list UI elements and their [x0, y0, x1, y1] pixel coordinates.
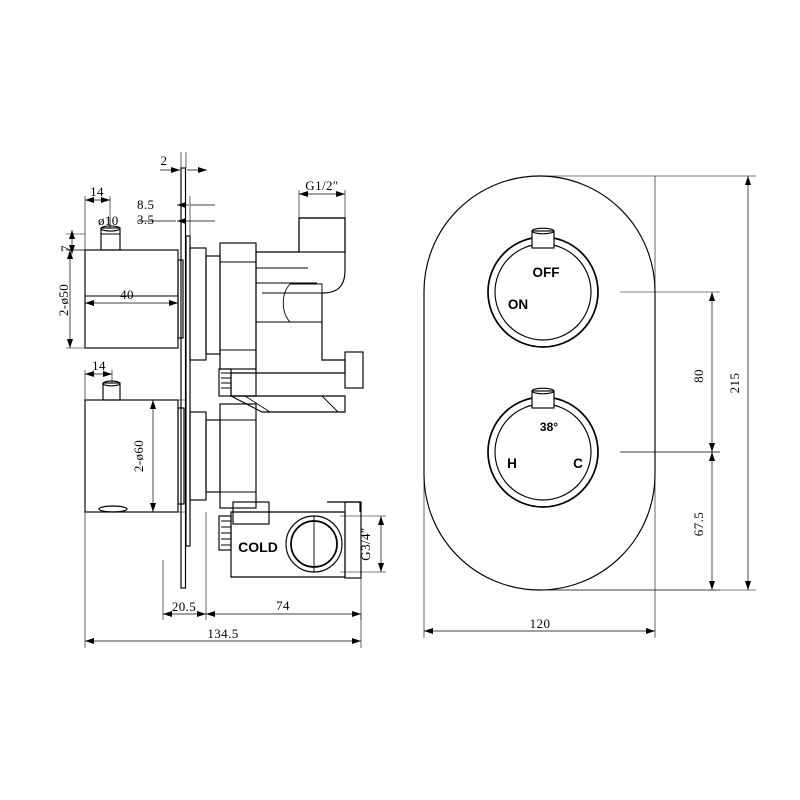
- dim-depth-20-5: 20.5: [162, 512, 207, 620]
- dim-plate-width-120: 120: [423, 176, 656, 638]
- side-view-geometry: [84, 167, 364, 589]
- dim-dia-2-50: 2-ø50: [56, 249, 85, 349]
- dim-knob-spacing-80: 80: [620, 291, 720, 453]
- dim-label-offset-3-5: 3.5: [137, 212, 154, 227]
- dim-label-knob-spacing-80: 80: [691, 369, 706, 383]
- dim-offset-8-5: 8.5: [137, 196, 215, 248]
- front-view-geometry: OFF ON 38° H C: [423, 175, 656, 591]
- dim-label-thickness-2: 2: [161, 153, 168, 168]
- dim-label-plate-width-120: 120: [530, 616, 551, 631]
- dim-lower-offset-67-5: 67.5: [540, 451, 720, 591]
- dim-plate-height-215: 215: [540, 175, 756, 591]
- dim-offset-3-5: 3.5: [137, 212, 215, 227]
- dim-label-dia-10: ø10: [98, 213, 119, 228]
- upper-spindle-assembly: [189, 242, 257, 370]
- knob-label-cold: C: [573, 456, 583, 471]
- dim-dia-2-60: 2-ø60: [131, 399, 185, 513]
- dim-width-14-bottom: 14: [84, 358, 113, 400]
- knob-label-hot: H: [507, 456, 517, 471]
- dim-label-plate-height-215: 215: [727, 373, 742, 394]
- dim-dia-10: ø10: [98, 213, 119, 228]
- mid-crossover-block: [218, 368, 346, 413]
- dim-label-depth-74: 74: [276, 598, 290, 613]
- dim-label-thread-g34: G3/4″: [358, 527, 373, 560]
- knob-label-off: OFF: [533, 265, 560, 280]
- dim-label-depth-20-5: 20.5: [172, 599, 196, 614]
- dim-label-dia-2-60: 2-ø60: [131, 440, 146, 472]
- dim-label-height-7: 7: [58, 245, 73, 252]
- dim-total-134-5: 134.5: [84, 512, 362, 648]
- dim-label-width-14-bottom: 14: [92, 358, 106, 373]
- dim-depth-74: 74: [206, 578, 362, 620]
- dim-height-7: 7: [58, 230, 85, 254]
- knob-label-temperature-setpoint: 38°: [540, 420, 558, 434]
- upper-cartridge-cap: [84, 225, 184, 349]
- upper-valve-housing: [255, 217, 364, 389]
- dim-label-width-40: 40: [120, 287, 134, 302]
- dim-thread-g34: G3/4″: [340, 515, 386, 573]
- dim-label-offset-8-5: 8.5: [137, 197, 154, 212]
- dim-label-width-14-top: 14: [90, 184, 104, 199]
- cold-port-label: COLD: [238, 539, 278, 555]
- dim-thickness-2: 2: [160, 152, 207, 173]
- dim-label-thread-g12: G1/2″: [305, 178, 338, 193]
- side-view-dimensions: 2 14 8.5 ø10 3.5: [56, 152, 386, 648]
- dim-label-total-134-5: 134.5: [207, 626, 238, 641]
- knob-label-on: ON: [508, 297, 528, 312]
- wall-mounting-plate: [180, 167, 191, 589]
- dim-label-dia-2-50: 2-ø50: [56, 284, 71, 316]
- dim-width-14-top: 14: [84, 184, 111, 250]
- dim-width-40: 40: [85, 287, 178, 306]
- lower-spindle-assembly: [189, 403, 257, 509]
- dim-label-lower-offset-67-5: 67.5: [691, 512, 706, 536]
- thermostatic-temperature-knob[interactable]: 38° H C: [487, 387, 599, 508]
- dim-thread-g12: G1/2″: [298, 178, 346, 218]
- on-off-flow-control-knob[interactable]: OFF ON: [487, 227, 599, 348]
- front-view-dimensions: 215 80 67.5 120: [423, 175, 756, 638]
- lower-valve-housing-cold-inlet: [218, 501, 362, 579]
